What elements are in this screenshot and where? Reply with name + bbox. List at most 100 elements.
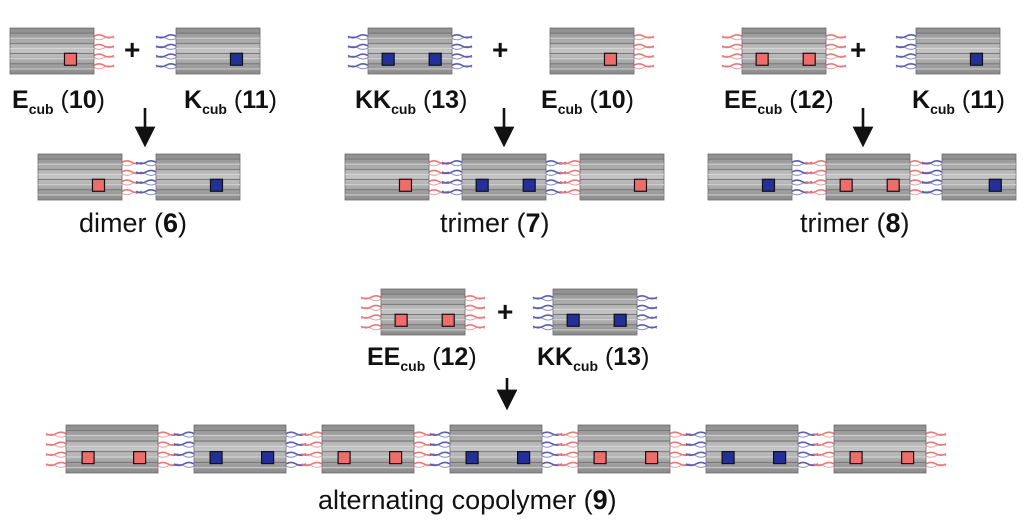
dna-strand [93, 55, 115, 60]
e-marker [389, 451, 403, 465]
dna-strand [721, 65, 743, 70]
cuboid-block [441, 153, 567, 201]
dna-strand [895, 55, 917, 60]
cuboid-block [135, 153, 241, 201]
dna-strand [559, 181, 581, 186]
cuboid-body [9, 27, 95, 75]
dna-strand [429, 443, 451, 448]
e-marker [603, 52, 618, 66]
dna-strand [301, 433, 323, 438]
cuboid-block [685, 424, 819, 474]
dna-strand [557, 433, 579, 438]
dna-strand [173, 443, 195, 448]
dna-strand [347, 55, 369, 60]
caption-trimer-7: trimer (7) [440, 208, 550, 238]
dna-strand [921, 191, 943, 196]
dna-strand [921, 181, 943, 186]
dna-strand [532, 306, 554, 311]
dna-strand [805, 171, 827, 176]
caption-trimer-8: trimer (8) [800, 208, 910, 238]
dna-strand [557, 453, 579, 458]
k-marker [465, 451, 479, 465]
dna-strand [429, 453, 451, 458]
cuboid-block [347, 27, 473, 75]
caption-alternating-copolymer-9: alternating copolymer (9) [318, 485, 617, 515]
dna-strand [93, 36, 115, 41]
label-e-cub-10: Ecub (10) [12, 86, 105, 117]
dna-strand [559, 191, 581, 196]
dna-strand [825, 36, 847, 41]
k-marker [475, 178, 489, 192]
e-marker [802, 52, 816, 66]
dna-strand [360, 306, 382, 311]
k-marker [988, 178, 1002, 192]
dna-strand [685, 453, 707, 458]
label-ee-cub-12: EEcub (12) [724, 86, 834, 117]
dna-strand [721, 36, 743, 41]
dna-strand [813, 443, 835, 448]
dna-strand [685, 443, 707, 448]
dna-strand [360, 316, 382, 321]
dna-strand [441, 181, 463, 186]
dna-strand [633, 55, 655, 60]
cuboid-block [37, 153, 143, 201]
e-marker [441, 313, 455, 327]
dna-strand [532, 297, 554, 302]
cuboid-body [741, 27, 827, 75]
dna-strand [441, 171, 463, 176]
dna-strand [557, 463, 579, 468]
dna-strand [441, 162, 463, 167]
plus-sign: + [497, 296, 514, 327]
dna-strand [925, 433, 947, 438]
k-marker [229, 52, 244, 66]
plus-sign: + [492, 34, 509, 65]
dna-strand [135, 162, 157, 167]
cuboid-body [37, 153, 123, 201]
dna-strand [93, 45, 115, 50]
dna-strand [559, 171, 581, 176]
dna-strand [925, 453, 947, 458]
e-marker [81, 451, 95, 465]
label-ee-cub-12: EEcub (12) [367, 343, 477, 374]
k-marker [613, 313, 627, 327]
cuboid-block [721, 27, 847, 75]
cuboid-body [825, 153, 911, 201]
k-marker [209, 451, 223, 465]
cuboid-body [449, 424, 543, 474]
dna-strand [464, 306, 486, 311]
dna-strand [805, 162, 827, 167]
dna-strand [451, 55, 473, 60]
cuboid-block [9, 27, 115, 75]
dna-strand [685, 463, 707, 468]
dna-strand [825, 45, 847, 50]
k-marker [428, 52, 442, 66]
cuboid-block [921, 153, 1017, 201]
cuboid-body [833, 424, 927, 474]
label-kk-cub-13: KKcub (13) [355, 86, 468, 117]
dna-strand [429, 463, 451, 468]
dna-strand [895, 45, 917, 50]
cuboid-block [813, 424, 947, 474]
dna-strand [155, 55, 177, 60]
dna-strand [301, 463, 323, 468]
dna-strand [451, 36, 473, 41]
dna-strand [895, 36, 917, 41]
cuboid-block [173, 424, 307, 474]
cuboid-body [941, 153, 1017, 201]
cuboid-body [367, 27, 453, 75]
cuboid-block [549, 27, 655, 75]
cuboid-body [707, 153, 793, 201]
e-marker [63, 52, 78, 66]
cuboid-block [45, 424, 179, 474]
e-marker [755, 52, 769, 66]
e-marker [886, 178, 900, 192]
cuboid-block [707, 153, 813, 201]
cuboid-block [557, 424, 691, 474]
dna-strand [633, 45, 655, 50]
dna-strand [451, 45, 473, 50]
dna-strand [721, 45, 743, 50]
k-marker [566, 313, 580, 327]
dna-strand [360, 326, 382, 331]
cuboid-body [175, 27, 261, 75]
